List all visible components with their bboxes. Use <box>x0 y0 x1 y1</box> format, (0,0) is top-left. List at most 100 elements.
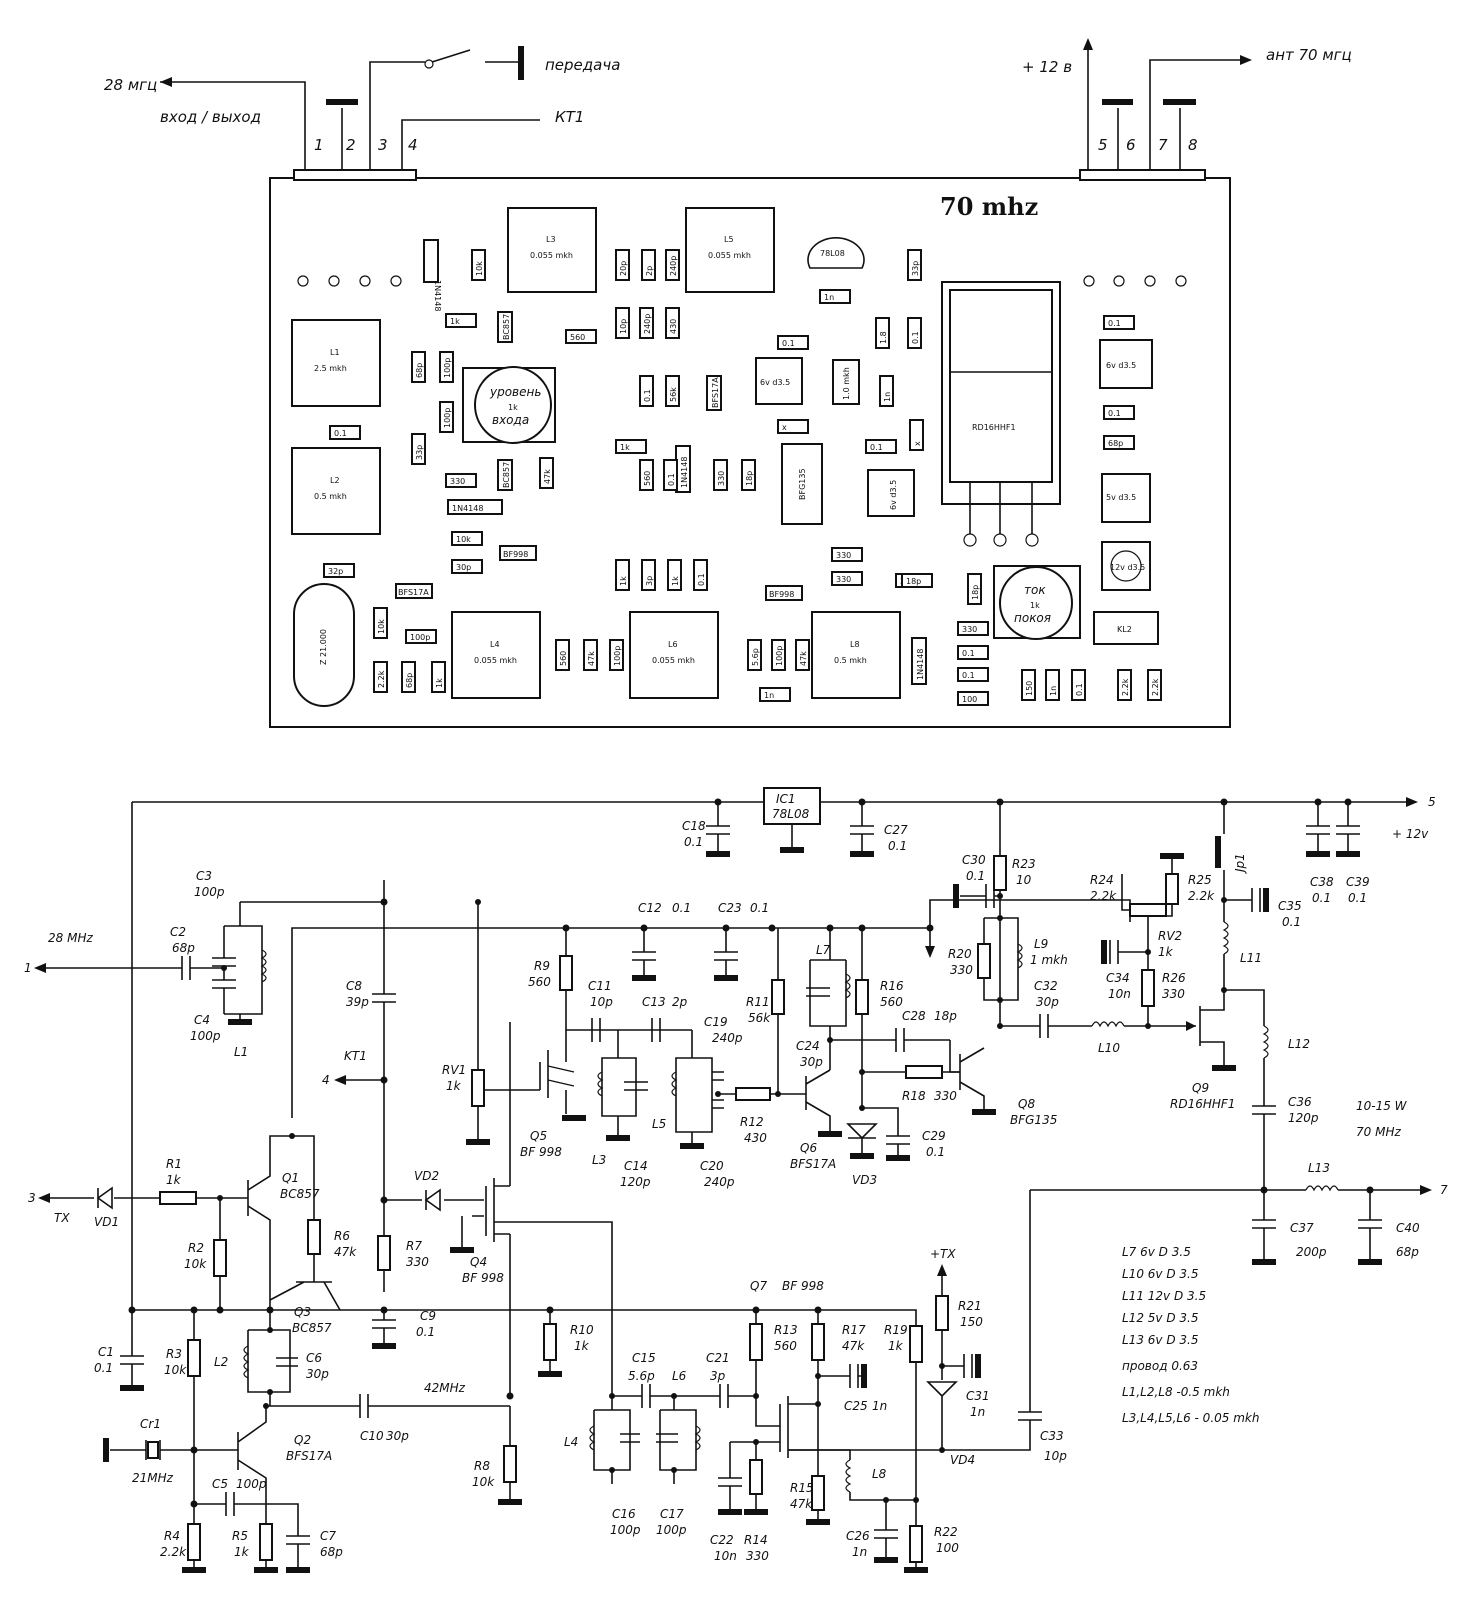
smd-component: 18p <box>967 573 982 605</box>
c9-ref: C9 <box>420 1309 436 1323</box>
r11-val: 56k <box>748 1011 771 1025</box>
c34-val: 10n <box>1108 987 1131 1001</box>
smd-component: 330 <box>713 459 728 491</box>
c32-val: 30p <box>1036 995 1059 1009</box>
port-3: 3 <box>28 1191 36 1205</box>
c18-val: 0.1 <box>684 835 703 849</box>
coil-value: 2.5 mkh <box>314 364 347 373</box>
c10-ref: C10 <box>360 1429 384 1443</box>
c22-val: 10n <box>714 1549 737 1563</box>
smd-value: 0.1 <box>962 649 975 658</box>
smd-component: 100p <box>771 639 786 671</box>
reg-label: 78L08 <box>820 249 845 258</box>
ic1-ref: IC1 <box>776 792 796 806</box>
r26-val: 330 <box>1162 987 1185 1001</box>
c25-ref: C25 <box>844 1399 868 1413</box>
kt1-ref: KT1 <box>344 1049 367 1063</box>
kt1-label: КТ1 <box>555 108 584 126</box>
r20-val: 330 <box>950 963 973 977</box>
vd1-ref: VD1 <box>94 1215 119 1229</box>
c25-val: 1n <box>872 1399 887 1413</box>
port-7: 7 <box>1440 1183 1448 1197</box>
pin-7: 7 <box>1158 136 1168 154</box>
smd-value: 47k <box>543 469 552 484</box>
c23: C23 0.1 <box>714 901 769 981</box>
smd-value: 0.1 <box>1108 319 1121 328</box>
r11-ref: R11 <box>746 995 770 1009</box>
smd-component: 1.8 <box>875 317 890 349</box>
smd-value: 2.2k <box>377 670 386 688</box>
pin-3: 3 <box>378 136 388 154</box>
smd-component: x <box>777 419 809 434</box>
pin-8: 8 <box>1188 136 1198 154</box>
c8-val: 39p <box>346 995 369 1009</box>
r25-ref: R25 <box>1188 873 1212 887</box>
c7-ref: C7 <box>320 1529 336 1543</box>
c19-val: 240p <box>712 1031 743 1045</box>
pot-level[interactable] <box>474 366 552 444</box>
q5-ref: Q5 <box>530 1129 547 1143</box>
pot-bias-val: 1k <box>1030 601 1040 610</box>
q5-part: BF 998 <box>520 1145 562 1159</box>
c1-ref: C1 <box>98 1345 114 1359</box>
c5-ref: C5 <box>212 1477 228 1491</box>
c29-ref: C29 <box>922 1129 946 1143</box>
smd-component: 240p <box>639 307 654 339</box>
r8 <box>503 1445 517 1483</box>
r12 <box>735 1087 771 1101</box>
c6-ref: C6 <box>306 1351 322 1365</box>
smd-value: 240p <box>643 314 652 334</box>
smd-component: 100p <box>609 639 624 671</box>
crystal-label: Z 21.000 <box>319 629 328 665</box>
c12-val: 0.1 <box>672 901 691 915</box>
pin-5: 5 <box>1098 136 1108 154</box>
c17-val: 100p <box>656 1523 687 1537</box>
r26-ref: R26 <box>1162 971 1186 985</box>
freq-42: 42MHz <box>424 1381 466 1395</box>
l12-ref: L12 <box>1288 1037 1310 1051</box>
q3-ref: Q3 <box>294 1305 311 1319</box>
rv2[interactable] <box>1129 903 1167 917</box>
coil-value: 0.055 mkh <box>474 656 517 665</box>
r4-val: 2.2k <box>160 1545 187 1559</box>
r13 <box>749 1323 763 1361</box>
pot-bias[interactable] <box>999 566 1073 640</box>
bfs17a-b-label: BFS17A <box>711 377 720 408</box>
note-line: L13 6v D 3.5 <box>1122 1333 1198 1347</box>
q8-ref: Q8 <box>1018 1097 1035 1111</box>
rv1[interactable] <box>471 1069 485 1107</box>
q6-ref: Q6 <box>800 1141 817 1155</box>
smd-value: 0.1 <box>334 429 347 438</box>
smd-component: 20p <box>615 249 630 281</box>
r17 <box>811 1323 825 1361</box>
c15-val: 5.6p <box>628 1369 655 1383</box>
smd-value: 330 <box>836 551 851 560</box>
l6-ref: L6 <box>672 1369 687 1383</box>
smd-component: 330 <box>445 473 477 488</box>
smd-component: 2.2k <box>1117 669 1132 701</box>
coil-12v-label: 12v d3.5 <box>1110 563 1145 572</box>
pin-6: 6 <box>1126 136 1136 154</box>
r13-val: 560 <box>774 1339 797 1353</box>
r17-val: 47k <box>842 1339 865 1353</box>
kl2-label: KL2 <box>1117 625 1132 634</box>
coil-5v <box>1101 473 1151 523</box>
q3-part: BC857 <box>292 1321 332 1335</box>
c30-ref: C30 <box>962 853 986 867</box>
r25-val: 2.2k <box>1188 889 1215 903</box>
c10-val: 30p <box>386 1429 409 1443</box>
smd-component: 0.1 <box>1103 405 1135 420</box>
smd-component: 0.1 <box>639 375 654 407</box>
pot-bias-label: ток <box>1024 583 1046 597</box>
r7-ref: R7 <box>406 1239 422 1253</box>
smd-value: 1.8 <box>879 331 888 344</box>
schematic: IC1 78L08 5 + 12v C18 0.1 C27 0.1 C38 0.… <box>24 787 1448 1573</box>
pin-1: 1 <box>314 136 324 154</box>
r22 <box>909 1525 923 1563</box>
c16-ref: C16 <box>612 1507 636 1521</box>
r19-val: 1k <box>888 1339 904 1353</box>
c37-val: 200p <box>1296 1245 1327 1259</box>
coil-l8: L80.5 mkh <box>811 611 901 699</box>
c5-val: 100p <box>236 1477 267 1491</box>
